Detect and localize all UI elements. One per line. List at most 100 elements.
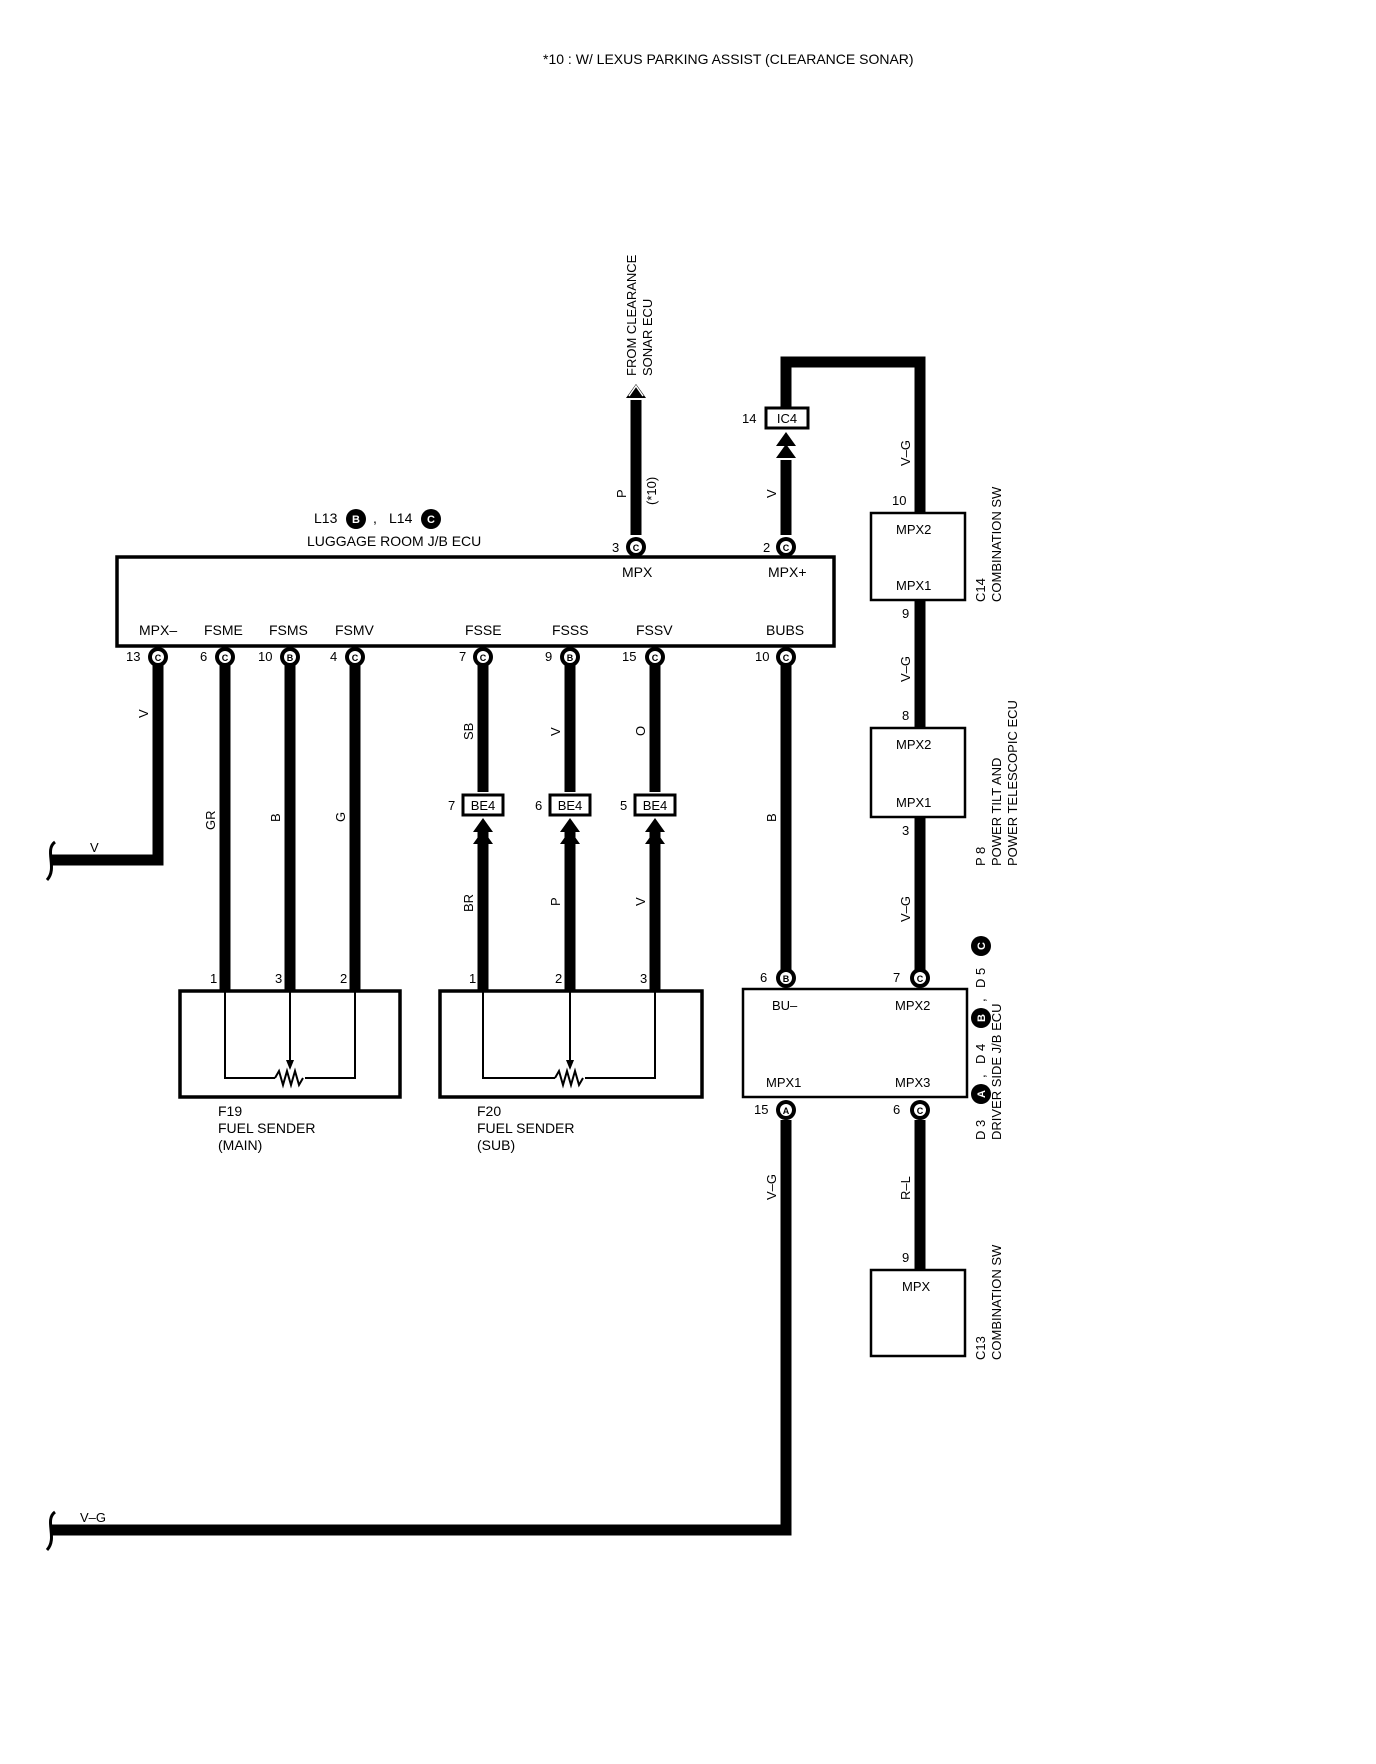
svg-text:FUEL SENDER: FUEL SENDER xyxy=(477,1120,575,1136)
svg-text:V–G: V–G xyxy=(898,896,913,922)
svg-text:1: 1 xyxy=(469,971,476,986)
svg-text:2: 2 xyxy=(555,971,562,986)
terminal-fsms: FSMS 10 B xyxy=(258,622,308,667)
wire-end-left-upper xyxy=(45,840,57,882)
p8-power-tilt-ecu: MPX2 MPX1 8 3 P 8 POWER TILT AND POWER T… xyxy=(869,700,1020,866)
svg-text:DRIVER SIDE J/B ECU: DRIVER SIDE J/B ECU xyxy=(989,1003,1004,1140)
fuel-sender-main: 1 3 2 F19 FUEL SENDER (MAIN) xyxy=(178,971,402,1153)
svg-text:MPX3: MPX3 xyxy=(895,1075,930,1090)
svg-text:C14: C14 xyxy=(973,578,988,602)
svg-text:4: 4 xyxy=(330,649,337,664)
svg-text:10: 10 xyxy=(258,649,272,664)
svg-text:3: 3 xyxy=(640,971,647,986)
svg-text:O: O xyxy=(633,726,648,736)
svg-text:MPX1: MPX1 xyxy=(896,795,931,810)
svg-text:B: B xyxy=(567,653,574,663)
terminal-mpx: MPX 3 C xyxy=(612,537,653,580)
svg-text:FUEL SENDER: FUEL SENDER xyxy=(218,1120,316,1136)
svg-text:D 4: D 4 xyxy=(973,1044,988,1064)
svg-text:P: P xyxy=(548,897,563,906)
svg-text:A: A xyxy=(783,1106,790,1116)
svg-text:C: C xyxy=(976,942,988,950)
svg-text:BU–: BU– xyxy=(772,998,798,1013)
svg-text:FSSS: FSSS xyxy=(552,622,589,638)
svg-text:B: B xyxy=(764,813,779,822)
svg-text:B: B xyxy=(287,653,294,663)
svg-text:(*10): (*10) xyxy=(644,477,659,505)
svg-text:MPX1: MPX1 xyxy=(766,1075,801,1090)
c14-combination-sw: MPX2 MPX1 10 9 C14 COMBINATION SW xyxy=(869,486,1004,621)
svg-text:,: , xyxy=(973,998,988,1002)
svg-text:FSME: FSME xyxy=(204,622,243,638)
svg-text:P: P xyxy=(614,489,629,498)
svg-text:COMBINATION SW: COMBINATION SW xyxy=(989,486,1004,602)
svg-text:C: C xyxy=(222,653,229,663)
svg-text:(SUB): (SUB) xyxy=(477,1137,515,1153)
svg-text:3: 3 xyxy=(612,540,619,555)
svg-text:POWER TILT AND: POWER TILT AND xyxy=(989,758,1004,866)
c13-combination-sw: MPX 9 C13 COMBINATION SW xyxy=(869,1244,1004,1360)
svg-text:5: 5 xyxy=(620,798,627,813)
luggage-conn1-badge xyxy=(346,509,366,529)
terminal-mpx-minus: MPX– 13 C xyxy=(126,622,177,667)
svg-text:V: V xyxy=(548,727,563,736)
svg-text:MPX2: MPX2 xyxy=(896,737,931,752)
svg-text:SB: SB xyxy=(461,723,476,740)
svg-text:6: 6 xyxy=(535,798,542,813)
svg-text:,: , xyxy=(973,1074,988,1078)
svg-text:C: C xyxy=(917,974,924,984)
ic4-connector: IC4 14 xyxy=(742,406,810,458)
terminal-fsme: FSME 6 C xyxy=(200,622,243,667)
svg-text:B: B xyxy=(352,514,360,526)
svg-text:MPX+: MPX+ xyxy=(768,564,807,580)
svg-text:R–L: R–L xyxy=(898,1176,913,1200)
svg-text:B: B xyxy=(783,974,790,984)
luggage-room-jb-ecu: LUGGAGE ROOM J/B ECU L13 B , L14 C MPX 3… xyxy=(115,509,836,667)
luggage-conn2-badge xyxy=(421,509,441,529)
svg-text:FSMV: FSMV xyxy=(335,622,375,638)
svg-text:BUBS: BUBS xyxy=(766,622,804,638)
footnote: *10 : W/ LEXUS PARKING ASSIST (CLEARANCE… xyxy=(543,51,914,67)
svg-text:V–G: V–G xyxy=(764,1174,779,1200)
svg-text:BE4: BE4 xyxy=(558,798,583,813)
svg-text:10: 10 xyxy=(755,649,769,664)
svg-text:MPX: MPX xyxy=(902,1279,931,1294)
svg-text:2: 2 xyxy=(763,540,770,555)
svg-text:COMBINATION SW: COMBINATION SW xyxy=(989,1244,1004,1360)
svg-text:V–G: V–G xyxy=(898,656,913,682)
svg-text:C13: C13 xyxy=(973,1336,988,1360)
svg-text:BR: BR xyxy=(461,894,476,912)
svg-text:V: V xyxy=(136,709,151,718)
svg-text:C: C xyxy=(783,653,790,663)
clearance-sonar-label: FROM CLEARANCE SONAR ECU xyxy=(624,254,655,376)
svg-text:POWER TELESCOPIC ECU: POWER TELESCOPIC ECU xyxy=(1005,700,1020,866)
svg-text:2: 2 xyxy=(340,971,347,986)
svg-text:BE4: BE4 xyxy=(471,798,496,813)
be4-connector-1: BE4 7 xyxy=(448,793,505,844)
wire-labels: V V GR B G SB V O BR P V B V P (*10) V–G… xyxy=(80,440,913,1525)
svg-text:MPX: MPX xyxy=(622,564,653,580)
svg-text:C: C xyxy=(917,1106,924,1116)
svg-text:V–G: V–G xyxy=(80,1510,106,1525)
svg-text:9: 9 xyxy=(902,606,909,621)
clearance-arrow-icon xyxy=(626,384,646,398)
svg-text:C: C xyxy=(633,543,640,553)
svg-text:10: 10 xyxy=(892,493,906,508)
wire-end-left-lower xyxy=(45,1510,57,1552)
wires xyxy=(50,356,926,1536)
svg-text:C: C xyxy=(480,653,487,663)
svg-text:6: 6 xyxy=(760,970,767,985)
svg-text:C: C xyxy=(352,653,359,663)
terminal-bubs: BUBS 10 C xyxy=(755,622,804,667)
svg-text:13: 13 xyxy=(126,649,140,664)
svg-text:G: G xyxy=(333,812,348,822)
terminal-fsmv: FSMV 4 C xyxy=(330,622,375,667)
svg-text:6: 6 xyxy=(200,649,207,664)
svg-text:6: 6 xyxy=(893,1102,900,1117)
svg-text:V: V xyxy=(90,840,99,855)
svg-text:8: 8 xyxy=(902,708,909,723)
svg-text:FSMS: FSMS xyxy=(269,622,308,638)
terminal-fsss: FSSS 9 B xyxy=(545,622,589,667)
svg-text:9: 9 xyxy=(545,649,552,664)
